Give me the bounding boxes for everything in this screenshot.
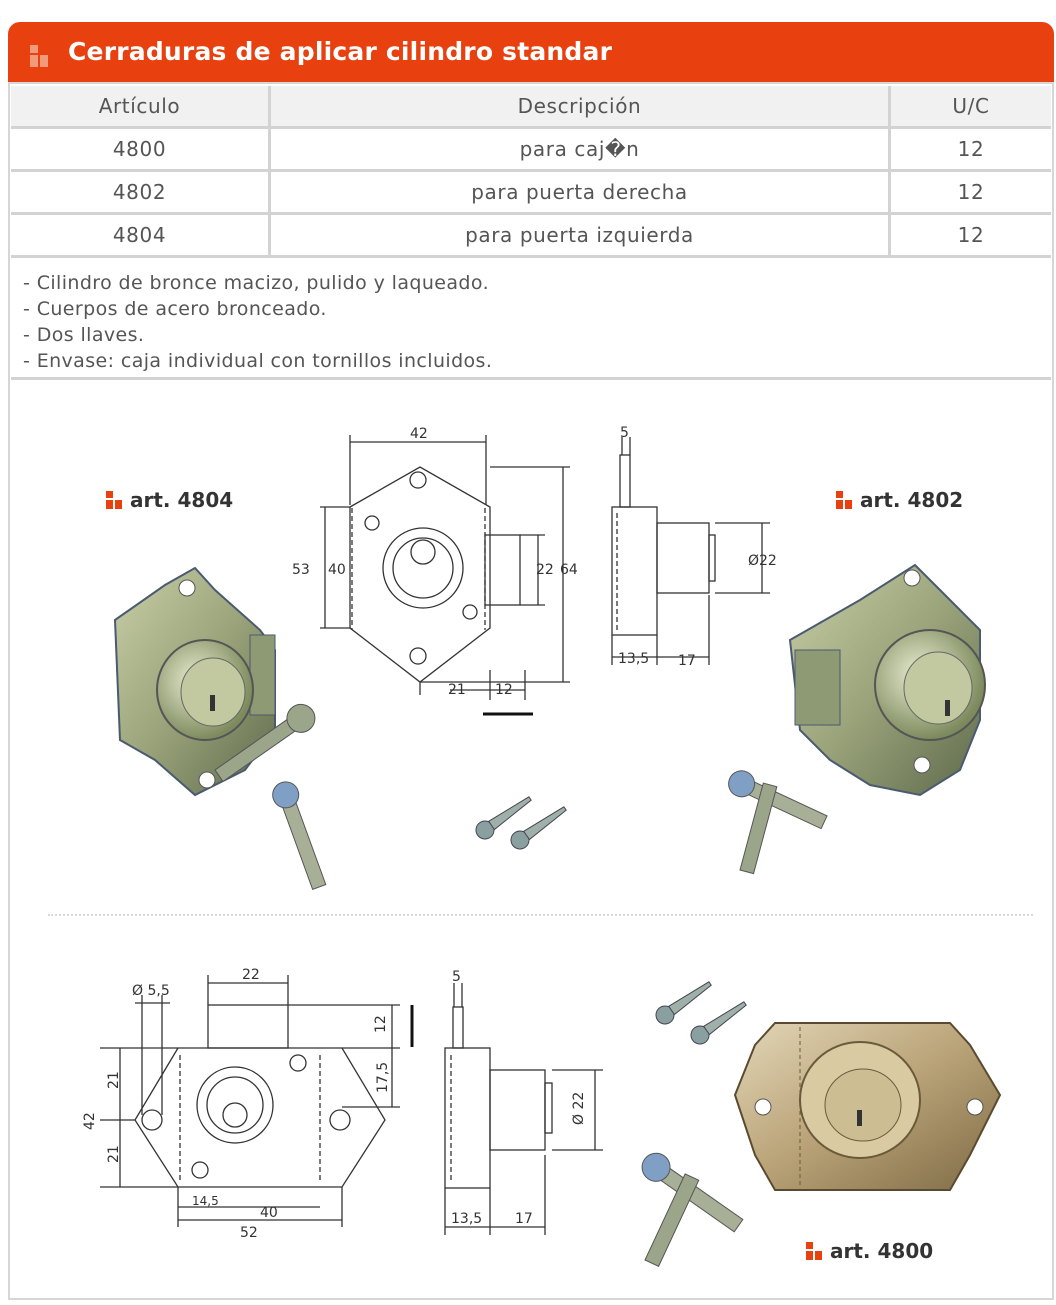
- table-row: 4800 para caj�n 12: [11, 129, 1051, 172]
- note-line: - Cilindro de bronce macizo, pulido y la…: [23, 272, 490, 294]
- dim-5: 5: [620, 425, 629, 441]
- col-header-descripcion: Descripción: [271, 86, 891, 129]
- cell-articulo: 4802: [11, 172, 271, 215]
- cell-descripcion: para caj�n: [271, 129, 891, 172]
- dim-22: 22: [242, 967, 260, 983]
- section-divider: [48, 914, 1033, 916]
- side-view-drawing: 5 Ø22 13,5 17: [611, 425, 777, 669]
- cell-articulo: 4800: [11, 129, 271, 172]
- dim-40: 40: [328, 562, 346, 578]
- cell-uc: 12: [891, 172, 1051, 215]
- lock-4802-photo: [728, 563, 986, 875]
- lock-4800-photo: [641, 1022, 1002, 1268]
- col-header-articulo: Artículo: [11, 86, 271, 129]
- dim-5: 5: [452, 969, 461, 985]
- cell-uc: 12: [891, 215, 1051, 258]
- screws-photo-bottom: [655, 981, 747, 1045]
- screws-photo: [475, 796, 567, 850]
- dim-52: 52: [240, 1225, 258, 1241]
- dim-13-5: 13,5: [618, 651, 649, 667]
- art-label-4802: art. 4802: [836, 488, 963, 512]
- dim-22: 22: [536, 562, 554, 578]
- page-title: Cerraduras de aplicar cilindro standar: [68, 37, 613, 66]
- art-label-4800: art. 4800: [806, 1239, 933, 1263]
- col-header-uc: U/C: [891, 86, 1051, 129]
- dim-21-top: 21: [106, 1071, 122, 1089]
- dim-42: 42: [410, 426, 428, 442]
- dim-42: 42: [82, 1112, 98, 1130]
- product-notes: - Cilindro de bronce macizo, pulido y la…: [11, 262, 1051, 380]
- art-label-4804: art. 4804: [106, 488, 233, 512]
- dim-dia22: Ø22: [748, 553, 777, 569]
- dim-12: 12: [373, 1015, 389, 1033]
- content-frame: [8, 82, 1054, 1300]
- dim-40: 40: [260, 1205, 278, 1221]
- dim-17: 17: [678, 653, 696, 669]
- bullet-squares-icon: [836, 491, 854, 509]
- dim-14-5: 14,5: [192, 1194, 219, 1208]
- cell-descripcion: para puerta izquierda: [271, 215, 891, 258]
- table-row: 4804 para puerta izquierda 12: [11, 215, 1051, 258]
- dim-17-5: 17,5: [375, 1062, 391, 1093]
- section-header: Cerraduras de aplicar cilindro standar: [8, 22, 1054, 82]
- dim-13-5: 13,5: [451, 1211, 482, 1227]
- bullet-squares-icon: [30, 45, 48, 67]
- dim-53: 53: [292, 562, 310, 578]
- table-header-row: Artículo Descripción U/C: [11, 86, 1051, 129]
- dim-dia5-5: Ø 5,5: [132, 983, 170, 999]
- bullet-squares-icon: [806, 1242, 824, 1260]
- dim-21: 21: [448, 682, 466, 698]
- lock-4804-photo: [113, 566, 327, 891]
- cell-uc: 12: [891, 129, 1051, 172]
- dim-12: 12: [495, 682, 513, 698]
- bottom-front-view-drawing: 22 Ø 5,5 12 17,5 21 42 21 14,5 40 52: [82, 967, 414, 1241]
- cell-descripcion: para puerta derecha: [271, 172, 891, 215]
- bottom-side-view-drawing: 5 Ø 22 13,5 17: [444, 969, 603, 1235]
- spec-table: Artículo Descripción U/C 4800 para caj�n…: [11, 86, 1051, 258]
- note-line: - Envase: caja individual con tornillos …: [23, 350, 493, 372]
- dim-21-bottom: 21: [106, 1145, 122, 1163]
- front-view-drawing: 42 53 40 22 64 21 12: [292, 426, 578, 716]
- note-line: - Dos llaves.: [23, 324, 145, 346]
- note-line: - Cuerpos de acero bronceado.: [23, 298, 327, 320]
- dim-64: 64: [560, 562, 578, 578]
- cell-articulo: 4804: [11, 215, 271, 258]
- dim-dia22: Ø 22: [571, 1092, 587, 1125]
- table-row: 4802 para puerta derecha 12: [11, 172, 1051, 215]
- bullet-squares-icon: [106, 491, 124, 509]
- dim-17: 17: [515, 1211, 533, 1227]
